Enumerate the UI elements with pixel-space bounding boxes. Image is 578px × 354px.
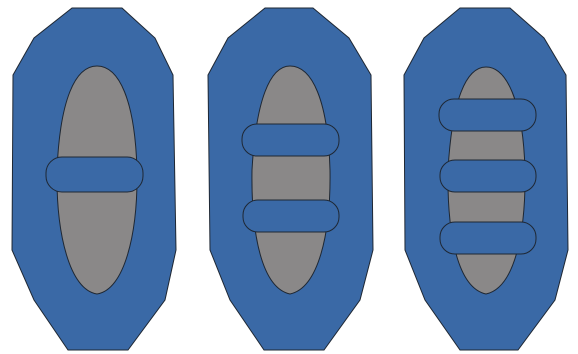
figure-three-bands bbox=[404, 8, 568, 350]
band bbox=[440, 222, 536, 254]
band bbox=[46, 157, 143, 192]
inner-shape bbox=[252, 66, 330, 294]
figure-two-bands bbox=[208, 8, 373, 350]
band bbox=[243, 200, 339, 232]
figure-one-band bbox=[12, 8, 176, 350]
band bbox=[440, 160, 536, 192]
band bbox=[439, 99, 536, 131]
band bbox=[242, 124, 339, 156]
